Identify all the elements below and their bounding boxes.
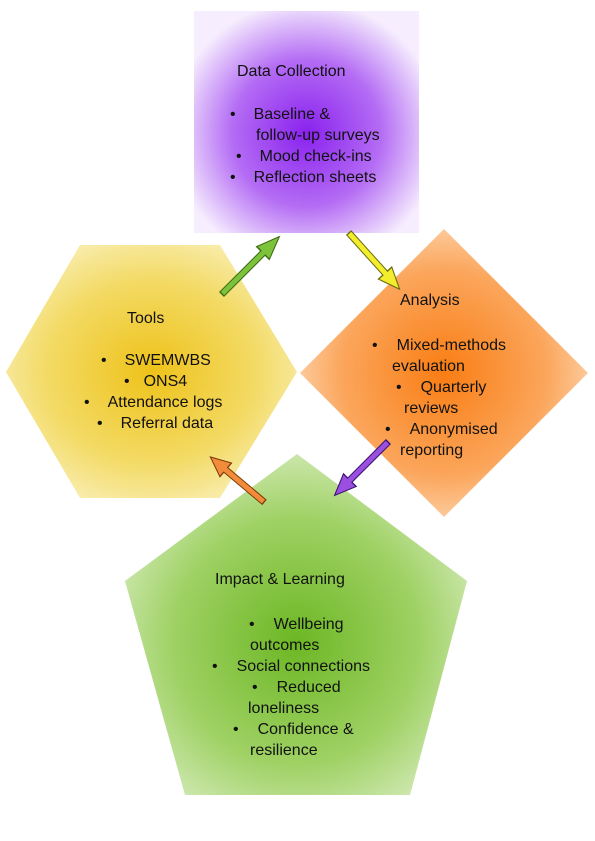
bullet-icon: • [124,373,130,390]
list-item: reviews [404,400,459,417]
list-item: •Referral data [97,415,214,432]
bullet-icon: • [396,379,402,396]
list-item: follow-up surveys [256,127,380,144]
list-item: •Mixed-methods [372,337,506,354]
bullet-icon: • [101,352,107,369]
bullet-icon: • [385,421,391,438]
data-collection-title: Data Collection [237,63,346,80]
list-item: outcomes [250,637,320,654]
impact-list: •Wellbeing outcomes •Social connections … [212,614,412,761]
list-item: evaluation [392,358,465,375]
list-item: •Reflection sheets [230,169,377,186]
list-item: •Confidence & [233,721,354,738]
impact-title: Impact & Learning [215,571,345,588]
bullet-icon: • [230,169,236,186]
list-item: •Baseline & [230,106,331,123]
list-item: reporting [400,442,464,459]
analysis-title: Analysis [400,292,460,309]
tools-shape [6,245,297,498]
list-item: •Social connections [212,658,371,675]
list-item: •ONS4 [124,373,188,390]
bullet-icon: • [236,148,242,165]
bullet-icon: • [230,106,236,123]
arrow-tools-to-data [219,235,281,297]
arrow-analysis-to-impact [333,439,391,497]
bullet-icon: • [372,337,378,354]
list-item: •Quarterly [396,379,487,396]
arrow-data-to-analysis [345,230,401,291]
bullet-icon: • [249,616,255,633]
tools-list: •SWEMWBS •ONS4 •Attendance logs •Referra… [84,350,284,434]
bullet-icon: • [84,394,90,411]
bullet-icon: • [233,721,239,738]
analysis-list: •Mixed-methods evaluation •Quarterly rev… [372,335,542,461]
list-item: •Wellbeing [249,616,344,633]
list-item: loneliness [248,700,320,717]
list-item: resilience [250,742,318,759]
arrow-impact-to-tools [209,456,267,506]
list-item: •SWEMWBS [101,352,211,369]
bullet-icon: • [97,415,103,432]
data-collection-list: •Baseline & follow-up surveys •Mood chec… [230,104,420,188]
list-item: •Reduced [252,679,341,696]
list-item: •Anonymised [385,421,498,438]
data-collection-shape [194,11,419,233]
analysis-shape [300,229,588,517]
bullet-icon: • [252,679,258,696]
tools-title: Tools [127,310,165,327]
list-item: •Attendance logs [84,394,223,411]
bullet-icon: • [212,658,218,675]
impact-shape [125,454,467,795]
list-item: •Mood check-ins [236,148,372,165]
